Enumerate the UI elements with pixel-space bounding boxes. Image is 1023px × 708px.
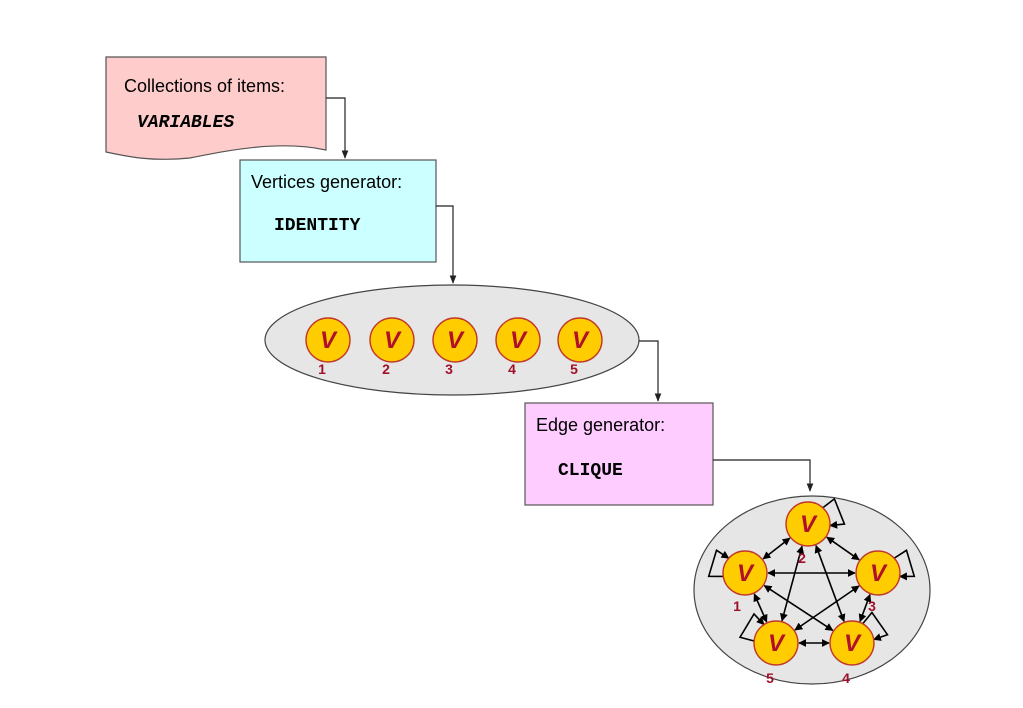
vertex-row-node-2: V2: [369, 317, 415, 377]
vertex-label: V: [447, 327, 465, 354]
collections-value: VARIABLES: [137, 113, 234, 133]
edge-3-4: [858, 593, 872, 623]
vertex-circle: [753, 620, 799, 666]
vertex-row-node-1: V1: [305, 317, 351, 377]
vertex-number: 4: [842, 670, 850, 686]
edge-2-5: [779, 545, 805, 622]
clique-node-1: V1: [722, 550, 768, 614]
vertex-circle: [432, 317, 478, 363]
vertex-circle: [829, 620, 875, 666]
vertex-circle: [305, 317, 351, 363]
collections-box: Collections of items: VARIABLES: [105, 56, 327, 160]
connector-vertex-row-to-edge-generator: [639, 340, 662, 402]
vertex-number: 2: [798, 550, 806, 566]
edge-generator-value: CLIQUE: [558, 461, 623, 481]
vertices-generator-title: Vertices generator:: [251, 172, 402, 192]
vertex-number: 5: [766, 670, 774, 686]
self-loop-1: [707, 549, 730, 578]
connector-edge-generator-to-clique-graph: [713, 459, 814, 492]
clique-node-3: V3: [855, 550, 901, 614]
vertex-circle: [785, 501, 831, 547]
vertex-row-node-4: V4: [495, 317, 541, 377]
vertex-label: V: [320, 327, 338, 354]
vertex-number: 3: [445, 361, 453, 377]
connector-collections-to-vertices-generator: [326, 97, 349, 159]
edge-generator-title: Edge generator:: [536, 415, 665, 435]
collections-title: Collections of items:: [124, 76, 285, 96]
vertex-label: V: [384, 327, 402, 354]
vertex-number: 5: [570, 361, 578, 377]
vertex-label: V: [800, 511, 818, 538]
vertex-circle: [369, 317, 415, 363]
clique-node-4: V4: [829, 620, 875, 686]
vertex-label: V: [844, 630, 862, 657]
vertex-number: 2: [382, 361, 390, 377]
self-loop-5: [738, 612, 765, 642]
edge-1-2: [762, 537, 791, 560]
clique-node-2: V2: [785, 501, 831, 566]
vertex-number: 3: [868, 598, 876, 614]
vertex-label: V: [510, 327, 528, 354]
self-loop-4: [862, 611, 889, 641]
self-loop-2: [822, 497, 846, 529]
vertex-circle: [855, 550, 901, 596]
clique-node-5: V5: [753, 620, 799, 686]
connector-vertices-generator-to-vertex-row: [436, 205, 457, 284]
vertices-generator-value: IDENTITY: [274, 216, 361, 236]
vertex-label: V: [870, 560, 888, 587]
vertex-label: V: [768, 630, 786, 657]
edge-1-5: [753, 593, 768, 623]
vertex-row-node-3: V3: [432, 317, 478, 377]
edge-3-5: [794, 585, 860, 631]
vertex-label: V: [737, 560, 755, 587]
vertex-number: 4: [508, 361, 516, 377]
edge-generator-box: Edge generator: CLIQUE: [524, 402, 714, 506]
vertex-number: 1: [733, 598, 741, 614]
vertices-generator-box: Vertices generator: IDENTITY: [239, 159, 437, 263]
vertex-row-node-5: V5: [557, 317, 603, 377]
vertex-label: V: [572, 327, 590, 354]
vertex-circle: [722, 550, 768, 596]
vertex-circle: [557, 317, 603, 363]
vertex-number: 1: [318, 361, 326, 377]
self-loop-3: [893, 549, 916, 581]
vertex-circle: [495, 317, 541, 363]
